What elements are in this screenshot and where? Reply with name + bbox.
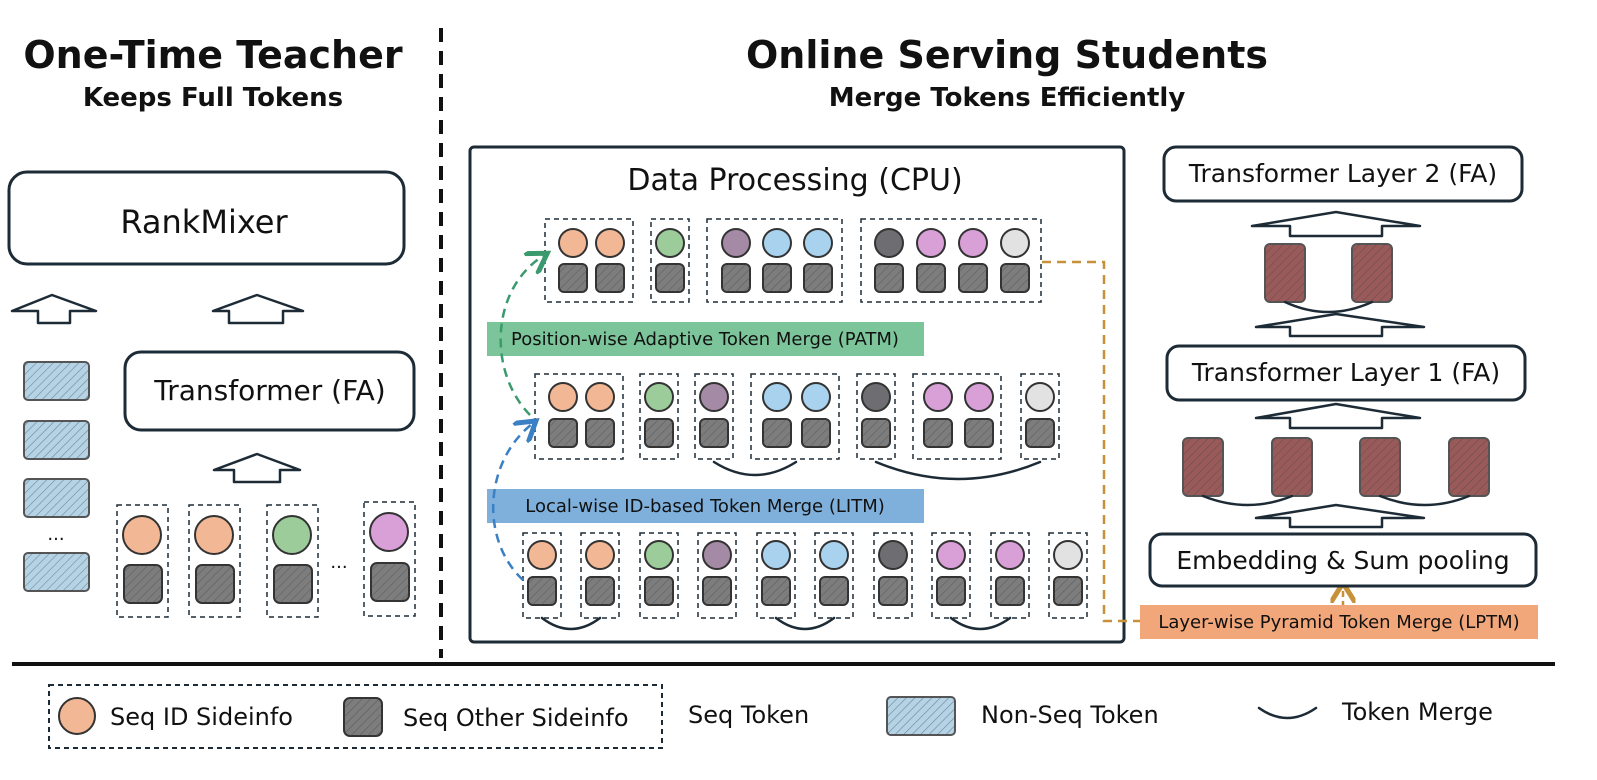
teacher-subtitle: Keeps Full Tokens	[83, 83, 343, 113]
embedding-label: Embedding & Sum pooling	[1176, 546, 1509, 575]
arrow-up-icon	[10, 293, 98, 325]
layer2-label: Transformer Layer 2 (FA)	[1188, 159, 1497, 188]
legend-non-seq: Non-Seq Token	[981, 701, 1159, 729]
litm-arrow-icon	[491, 424, 532, 581]
embedding-box: Embedding & Sum pooling	[1148, 532, 1538, 588]
rankmixer-box: RankMixer	[7, 170, 406, 266]
layer1-label: Transformer Layer 1 (FA)	[1191, 358, 1500, 387]
legend-seq-token: Seq Token	[688, 701, 809, 729]
token-merge-legend-icon	[1257, 706, 1318, 720]
patm-arrow-icon	[499, 256, 543, 416]
legend-token-merge: Token Merge	[1341, 698, 1493, 726]
litm-label: Local-wise ID-based Token Merge (LITM)	[525, 496, 885, 517]
litm-label-box: Local-wise ID-based Token Merge (LITM)	[487, 489, 924, 523]
token-merge-icon	[1201, 494, 1294, 507]
layer1-tokens	[1182, 437, 1490, 507]
legend-seq-id: Seq ID Sideinfo	[110, 703, 293, 731]
arrow-up-icon	[1254, 402, 1422, 430]
rankmixer-label: RankMixer	[120, 203, 288, 241]
non-seq-token-stack: ...	[23, 361, 90, 592]
patm-output-row	[544, 218, 1042, 303]
arrow-up-icon	[212, 452, 302, 484]
patm-label-box: Position-wise Adaptive Token Merge (PATM…	[487, 322, 924, 356]
seq-id-legend-icon	[58, 697, 96, 735]
lptm-connector	[1042, 260, 1140, 623]
token-merge-icon	[774, 616, 836, 631]
lptm-label-box: Layer-wise Pyramid Token Merge (LPTM)	[1140, 605, 1538, 639]
non-seq-legend-icon	[886, 696, 956, 736]
left-seq-tokens: ...	[116, 501, 416, 618]
token-merge-icon	[1378, 494, 1471, 507]
token-merge-icon	[949, 616, 1012, 631]
data-processing-label: Data Processing (CPU)	[627, 163, 962, 198]
patm-label: Position-wise Adaptive Token Merge (PATM…	[511, 329, 899, 350]
token-merge-icon	[1283, 300, 1374, 314]
students-subtitle: Merge Tokens Efficiently	[829, 83, 1186, 113]
token-merge-icon	[712, 460, 798, 477]
arrow-up-icon	[1254, 503, 1426, 529]
students-title: Online Serving Students	[746, 33, 1268, 77]
teacher-title: One-Time Teacher	[23, 33, 402, 77]
layer2-tokens	[1264, 243, 1393, 314]
legend: Seq ID Sideinfo Seq Other Sideinfo Seq T…	[48, 684, 1493, 749]
arrow-up-icon	[211, 293, 305, 325]
transformer-label: Transformer (FA)	[153, 374, 385, 407]
arrow-up-icon	[1254, 312, 1426, 338]
token-merge-icon	[540, 616, 602, 631]
lptm-label: Layer-wise Pyramid Token Merge (LPTM)	[1158, 612, 1519, 633]
token-merge-icon	[874, 460, 1042, 481]
raw-seq-token-row	[522, 532, 1088, 631]
legend-seq-other: Seq Other Sideinfo	[403, 704, 629, 732]
litm-output-row	[534, 373, 1060, 481]
transformer-box: Transformer (FA)	[123, 350, 416, 432]
seq-other-legend-icon	[343, 697, 383, 737]
transformer-layer-2-box: Transformer Layer 2 (FA)	[1162, 145, 1524, 203]
arrow-up-icon	[1250, 210, 1422, 238]
ellipsis-text: ...	[330, 552, 347, 573]
ellipsis-text: ...	[47, 524, 64, 545]
transformer-layer-1-box: Transformer Layer 1 (FA)	[1165, 344, 1527, 402]
